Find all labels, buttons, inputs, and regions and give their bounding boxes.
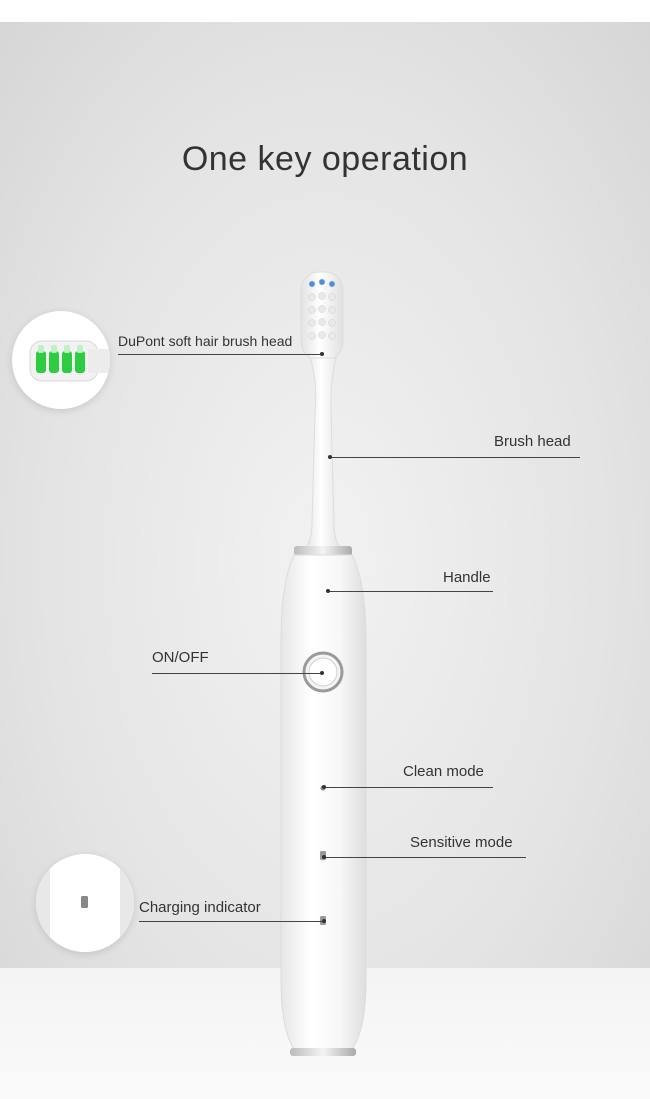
callout-charging-dot [322, 919, 326, 923]
callout-handle-label: Handle [443, 569, 491, 586]
callout-clean-mode-line [324, 787, 493, 788]
callout-brush-head-line [330, 457, 580, 458]
callout-handle-dot [326, 589, 330, 593]
callout-charging-label: Charging indicator [139, 899, 261, 916]
brush-head-closeup-icon [12, 311, 110, 409]
callout-clean-mode-dot [322, 785, 326, 789]
indicator-light-closeup-icon [36, 854, 134, 952]
product-stage: One key operation [0, 22, 650, 1099]
callout-on-off-label: ON/OFF [152, 649, 209, 666]
page-title: One key operation [181, 140, 469, 178]
bristles [308, 278, 336, 340]
callout-on-off-line [152, 673, 322, 674]
callout-sensitive-mode-dot [322, 855, 326, 859]
callout-dupont-label: DuPont soft hair brush head [118, 333, 293, 349]
callout-brush-head-label: Brush head [494, 433, 571, 450]
callout-brush-head-dot [328, 455, 332, 459]
callout-charging-line [139, 921, 325, 922]
toothbrush-illustration [280, 271, 367, 1056]
callout-handle-line [328, 591, 493, 592]
callout-on-off-dot [320, 671, 324, 675]
callout-sensitive-mode-line [324, 857, 526, 858]
callout-dupont-line [118, 354, 322, 355]
callout-dupont-dot [320, 352, 324, 356]
callout-clean-mode-label: Clean mode [403, 763, 484, 780]
callout-sensitive-mode-label: Sensitive mode [410, 834, 513, 851]
